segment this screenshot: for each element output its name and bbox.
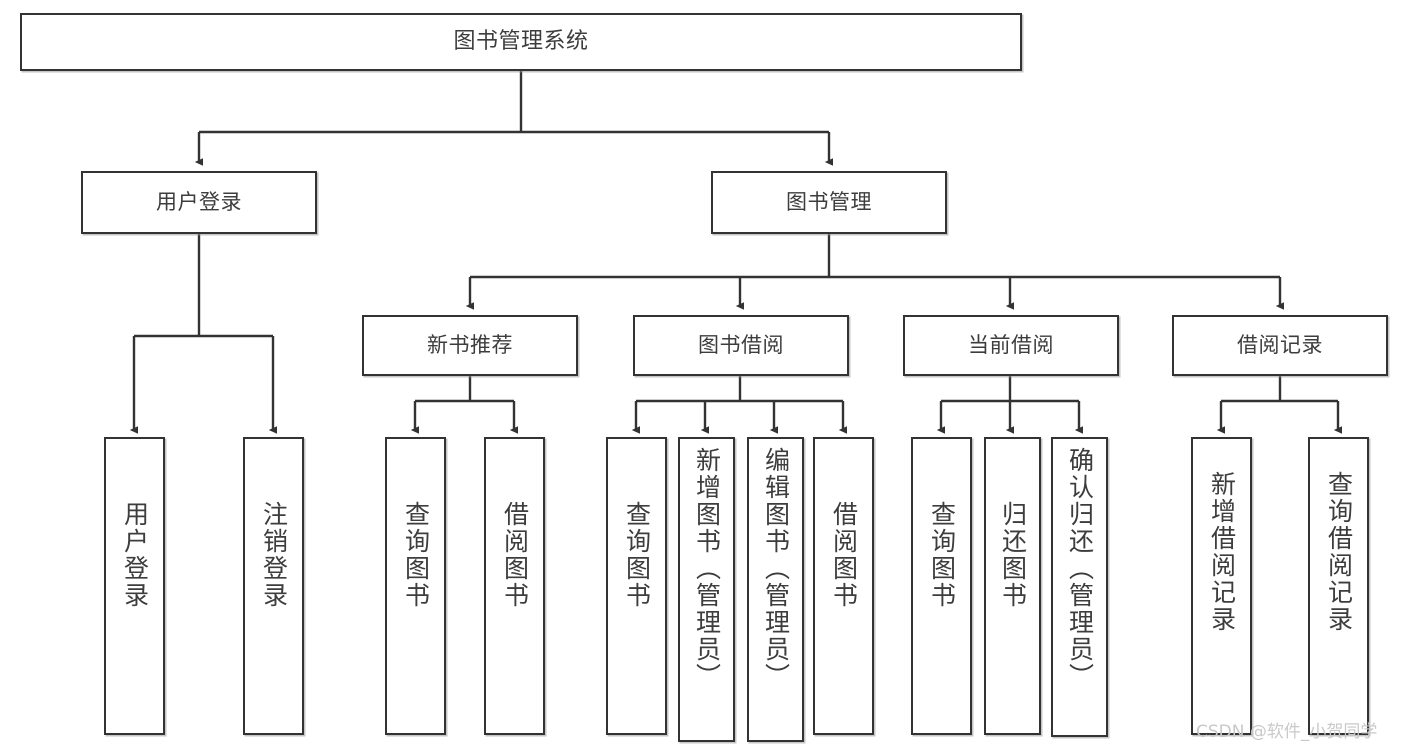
node-borrow-record[interactable]: 借阅记录 [1172,315,1388,376]
node-label: 归还图书 [998,501,1028,609]
node-label: 注销登录 [259,501,289,609]
node-label: 图书管理系统 [453,28,589,54]
node-label: 当前借阅 [968,332,1054,357]
node-current-borrow[interactable]: 当前借阅 [903,315,1119,376]
leaf-user-login-logout[interactable]: 注销登录 [243,437,304,735]
node-book-management[interactable]: 图书管理 [711,171,947,234]
leaf-current-borrow-return[interactable]: 归还图书 [984,437,1041,735]
leaf-book-borrow-borrow[interactable]: 借阅图书 [813,437,874,735]
node-label: 确认归还（管理员） [1065,447,1095,690]
node-label: 新书推荐 [427,332,513,357]
node-book-borrow[interactable]: 图书借阅 [633,315,849,376]
node-label: 用户登录 [156,189,242,214]
node-label: 新增借阅记录 [1207,471,1237,633]
leaf-borrow-record-add[interactable]: 新增借阅记录 [1191,437,1252,735]
node-label: 图书借阅 [698,332,784,357]
node-label: 查询借阅记录 [1324,471,1354,633]
leaf-current-borrow-confirm[interactable]: 确认归还（管理员） [1051,437,1108,737]
leaf-user-login-login[interactable]: 用户登录 [104,437,165,735]
leaf-new-book-query[interactable]: 查询图书 [385,437,446,735]
node-label: 编辑图书（管理员） [761,447,791,690]
node-label: 用户登录 [120,501,150,609]
node-label: 查询图书 [927,501,957,609]
node-label: 查询图书 [622,501,652,609]
leaf-current-borrow-query[interactable]: 查询图书 [911,437,972,735]
leaf-book-borrow-query[interactable]: 查询图书 [606,437,667,735]
leaf-borrow-record-query[interactable]: 查询借阅记录 [1308,437,1369,735]
leaf-book-borrow-add[interactable]: 新增图书（管理员） [678,437,735,742]
node-label: 借阅图书 [500,501,530,609]
node-label: 新增图书（管理员） [692,447,722,690]
node-user-login[interactable]: 用户登录 [81,171,317,234]
leaf-new-book-borrow[interactable]: 借阅图书 [484,437,545,735]
node-label: 查询图书 [401,501,431,609]
node-label: 借阅图书 [829,501,859,609]
node-new-book-recommend[interactable]: 新书推荐 [362,315,578,376]
csdn-watermark: CSDN @软件_小贺同学 [1196,722,1378,742]
node-label: 图书管理 [786,189,872,214]
node-root-system[interactable]: 图书管理系统 [20,13,1022,71]
node-label: 借阅记录 [1237,332,1323,357]
leaf-book-borrow-edit[interactable]: 编辑图书（管理员） [747,437,804,742]
